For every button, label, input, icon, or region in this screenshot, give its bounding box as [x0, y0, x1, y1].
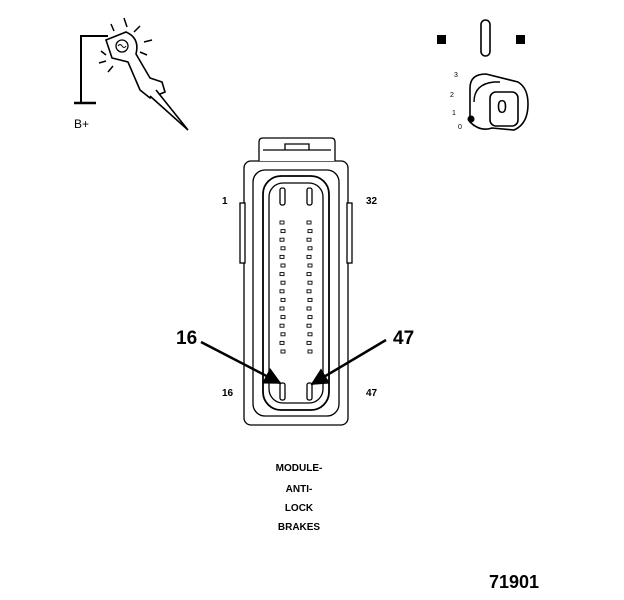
pin-cavity: [307, 349, 313, 354]
switch-position-1: 1: [452, 110, 456, 117]
probe-ground-wire: [80, 35, 108, 103]
key-position-dot: [467, 115, 475, 123]
switch-position-0: 0: [458, 124, 462, 131]
callout-label-16: 16: [176, 328, 198, 349]
key-label: 0: [497, 97, 508, 117]
pin-cavity: [306, 272, 312, 277]
switch-indicator-right: [516, 35, 525, 44]
pin-cavity: [306, 220, 312, 225]
pin-cavity: [280, 280, 286, 285]
pin-cavity: [280, 297, 286, 302]
callout-arrow-16: [200, 340, 282, 385]
pin-cavity: [307, 297, 313, 302]
switch-indicator-left: [437, 35, 446, 44]
pin-label-32: 32: [366, 196, 378, 207]
pin-cavity-frame: [262, 175, 330, 411]
callout-arrow-47: [310, 338, 387, 386]
pin-cavity: [307, 229, 313, 234]
pin-cavity: [307, 246, 313, 251]
probe-housing: [105, 31, 166, 99]
pin-cavity: [280, 349, 286, 354]
caption-line-3: LOCK: [284, 503, 314, 514]
probe-tip: [149, 89, 189, 131]
switch-slot: [480, 19, 491, 57]
pin-cavity: [280, 315, 286, 320]
pin-cavity: [280, 229, 286, 234]
pin-cavity: [279, 306, 285, 311]
pin-cavity: [279, 323, 285, 328]
ignition-switch: [437, 19, 529, 131]
pin-cavity: [279, 237, 285, 242]
pin-cavity: [306, 289, 312, 294]
caption-line-4: BRAKES: [277, 522, 321, 533]
figure-number: 71901: [489, 572, 540, 592]
callout-label-47: 47: [393, 328, 415, 349]
pin-cavity: [306, 237, 312, 242]
switch-position-2: 2: [450, 92, 454, 99]
pin-cavity: [307, 263, 313, 268]
pin-cavity: [306, 323, 312, 328]
switch-position-3: 3: [454, 72, 458, 79]
pin-cavity: [279, 254, 285, 259]
pin-cavity: [279, 220, 285, 225]
connector-shell: [243, 160, 349, 426]
pin-label-1: 1: [222, 196, 228, 207]
light-rays-icon: [98, 17, 153, 73]
connector-body: [239, 137, 353, 426]
pin-cavity: [280, 263, 286, 268]
pin-cavity: [307, 315, 313, 320]
pin-label-47: 47: [366, 388, 378, 399]
pin-cavity: [279, 289, 285, 294]
pin-cavity: [280, 332, 286, 337]
pin-cavity: [279, 272, 285, 277]
pin-cavity: [307, 332, 313, 337]
pin-cavity: [306, 340, 312, 345]
test-light-probe: [74, 17, 189, 131]
pin-cavity: [279, 340, 285, 345]
caption-line-1: MODULE-: [275, 463, 323, 474]
probe-label: B+: [74, 117, 90, 131]
pin-cavity: [307, 280, 313, 285]
caption-line-2: ANTI-: [285, 484, 313, 495]
pin-cavity: [306, 306, 312, 311]
pin-cavity: [306, 254, 312, 259]
connector-pins: [279, 220, 313, 354]
pin-label-16: 16: [222, 388, 234, 399]
pin-cavity: [280, 246, 286, 251]
